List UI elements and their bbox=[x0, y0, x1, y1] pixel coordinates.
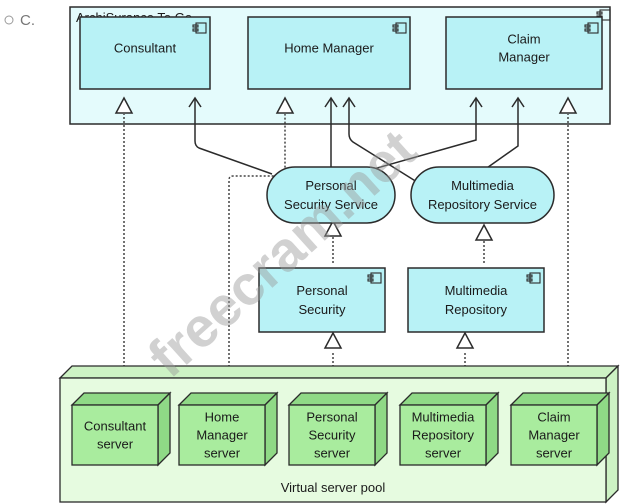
component-consultant[interactable]: Consultant bbox=[79, 16, 211, 90]
label-line: Security bbox=[299, 302, 346, 317]
label-line: Manager bbox=[196, 428, 248, 443]
label-line: Personal bbox=[305, 178, 356, 193]
serving-pss-consultant bbox=[194, 98, 273, 175]
label-line: server bbox=[97, 437, 134, 452]
label-line: server bbox=[425, 446, 462, 461]
label-line: Consultant bbox=[84, 419, 147, 434]
label-line: Home Manager bbox=[284, 41, 374, 56]
radio-button-icon[interactable] bbox=[4, 15, 14, 25]
realization-arrowhead bbox=[455, 331, 475, 349]
label-line: Repository bbox=[445, 302, 508, 317]
label-line: Manager bbox=[528, 428, 580, 443]
pool-label: Virtual server pool bbox=[281, 480, 386, 495]
label-line: Manager bbox=[498, 50, 550, 65]
arrowhead bbox=[511, 96, 525, 108]
realization-arrowhead bbox=[323, 331, 343, 349]
label-line: Security bbox=[309, 428, 356, 443]
arrowhead bbox=[324, 96, 338, 108]
label-line: Home bbox=[205, 410, 240, 425]
serving-pss-claim-manager bbox=[369, 98, 477, 171]
component-icon bbox=[367, 272, 382, 284]
arrowhead bbox=[188, 96, 202, 108]
arrowhead bbox=[342, 96, 356, 108]
label-line: Multimedia bbox=[412, 410, 476, 425]
label-line: Multimedia bbox=[451, 178, 515, 193]
realization-home-manager-server bbox=[228, 114, 286, 383]
component-icon bbox=[584, 22, 599, 34]
realization-arrowhead bbox=[114, 96, 134, 114]
realization-arrowhead bbox=[275, 96, 295, 114]
label-line: Claim bbox=[507, 32, 540, 47]
label-line: Personal bbox=[306, 410, 357, 425]
label-line: Repository bbox=[412, 428, 475, 443]
label-line: server bbox=[204, 446, 241, 461]
arrowhead bbox=[469, 96, 483, 108]
realization-arrowhead bbox=[474, 223, 494, 241]
label-line: server bbox=[536, 446, 573, 461]
component-icon bbox=[526, 272, 541, 284]
option-marker[interactable]: C. bbox=[4, 12, 35, 29]
label-line: Claim bbox=[537, 410, 570, 425]
label-line: Personal bbox=[296, 283, 347, 298]
label-line: server bbox=[314, 446, 351, 461]
serving-mrs-claim-manager bbox=[483, 98, 519, 171]
realization-arrowhead bbox=[558, 96, 578, 114]
label-line: Repository Service bbox=[428, 197, 537, 212]
realization-arrowhead bbox=[323, 219, 343, 237]
node-consultant-server[interactable]: Consultant server bbox=[70, 391, 172, 467]
label-line: Security Service bbox=[284, 197, 378, 212]
label-line: Consultant bbox=[114, 41, 177, 56]
option-label: C. bbox=[20, 12, 35, 29]
component-home-manager[interactable]: Home Manager bbox=[247, 16, 411, 90]
component-icon bbox=[392, 22, 407, 34]
watermark-text: freecram.net bbox=[136, 117, 428, 389]
label-line: Multimedia bbox=[445, 283, 509, 298]
relationships bbox=[114, 96, 578, 383]
component-icon bbox=[192, 22, 207, 34]
serving-mrs-home-manager bbox=[348, 98, 418, 183]
